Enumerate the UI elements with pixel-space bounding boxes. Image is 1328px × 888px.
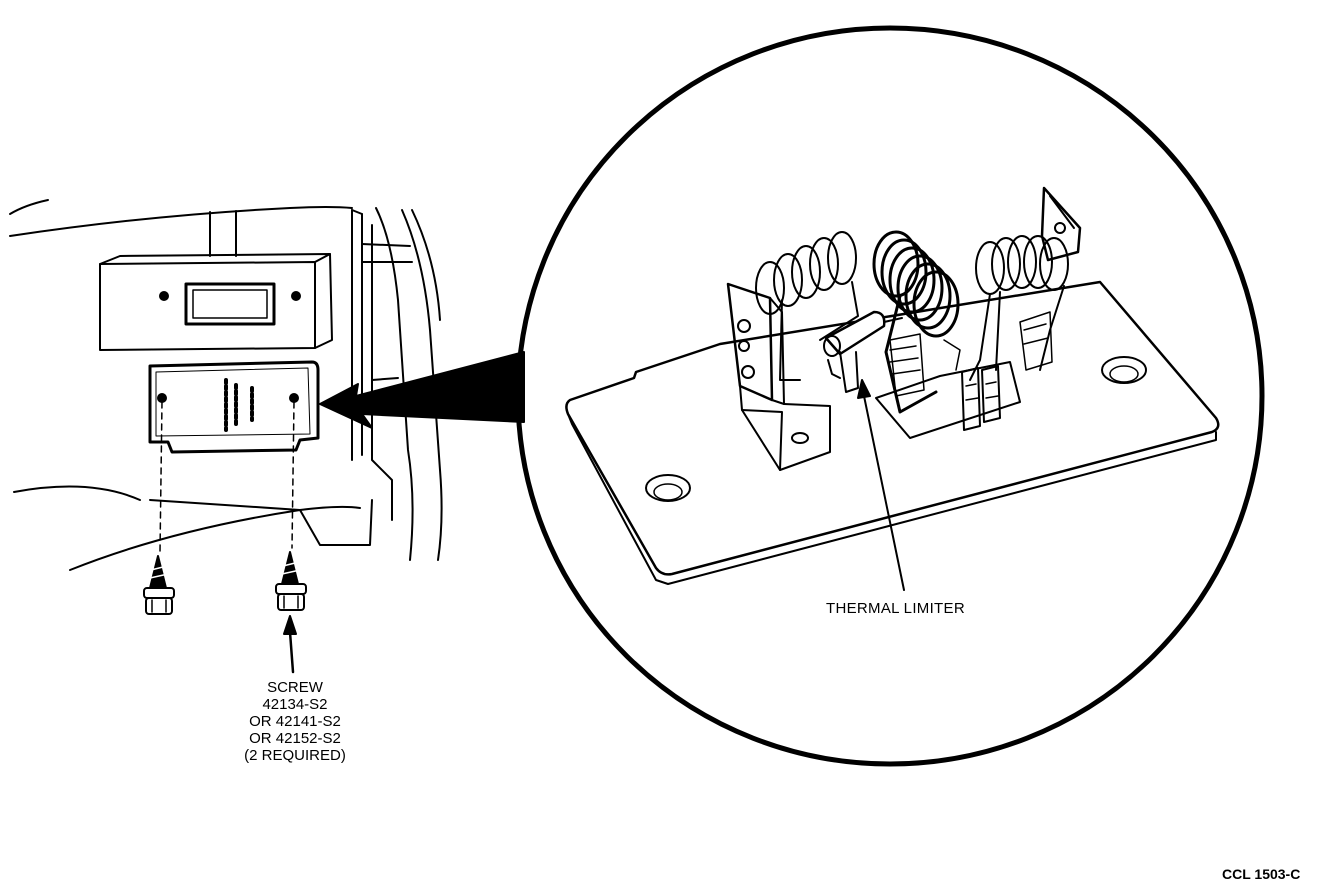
screw-left <box>143 555 175 615</box>
thermal-limiter-label: THERMAL LIMITER <box>826 600 965 617</box>
thermal-limiter-leader <box>863 395 905 591</box>
terminal-block <box>875 311 1053 439</box>
screw-alignment-lines <box>159 401 295 553</box>
screw-callout-line-5: (2 REQUIRED) <box>244 747 346 764</box>
resistor-coil-left <box>755 231 859 381</box>
screw-callout-line-3: OR 42141-S2 <box>249 713 341 730</box>
left-bracket <box>726 282 831 471</box>
resistor-cover-plate <box>148 360 320 454</box>
right-bracket <box>1040 186 1082 262</box>
screw-leader <box>283 615 297 674</box>
resistor-base-plate <box>565 280 1220 585</box>
resistor-coil-right <box>969 235 1069 381</box>
screw-callout-line-1: SCREW <box>267 679 323 696</box>
thermal-limiter <box>823 310 903 393</box>
screw-callout-line-4: OR 42152-S2 <box>249 730 341 747</box>
detail-circle <box>515 25 1265 767</box>
screw-right <box>275 551 307 611</box>
screw-callout-label: SCREW 42134-S2 OR 42141-S2 OR 42152-S2 (… <box>195 679 395 764</box>
screw-callout-line-2: 42134-S2 <box>262 696 328 713</box>
resistor-coil-center <box>872 230 960 414</box>
zoom-pointer-arrow <box>319 351 525 429</box>
blower-opening <box>99 253 333 351</box>
figure-id-label: CCL 1503-C <box>1222 866 1301 882</box>
